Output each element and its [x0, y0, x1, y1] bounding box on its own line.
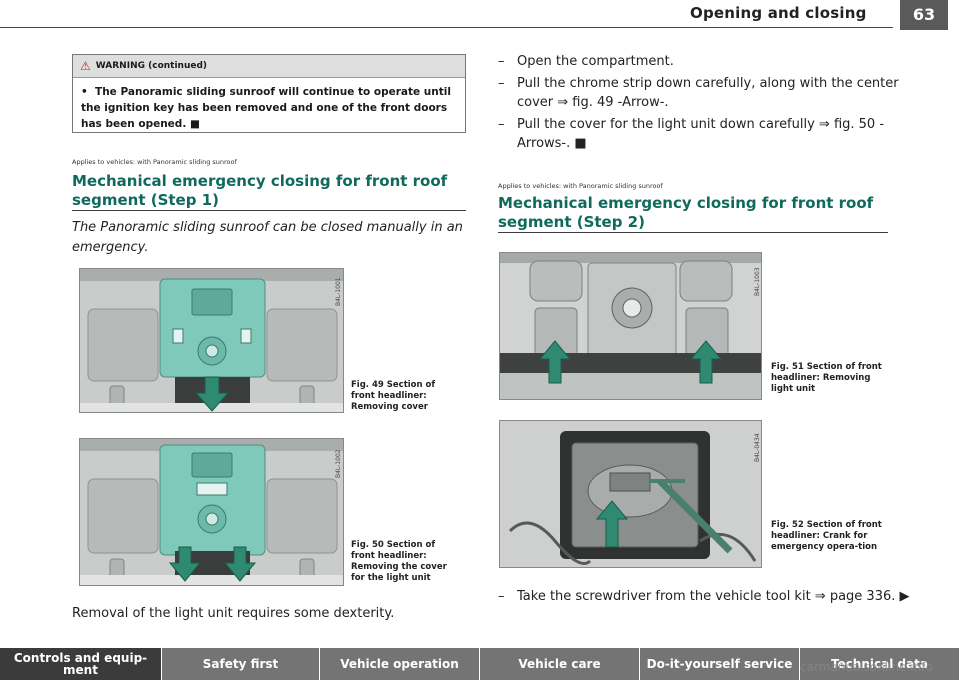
footer-tab-technical-data[interactable]: Technical data [800, 648, 960, 680]
page-number: 63 [900, 0, 948, 30]
figure-52-code: B4L-0434 [754, 433, 761, 462]
warning-triangle-icon: ⚠ [80, 59, 91, 73]
footer-tab-diy-service[interactable]: Do-it-yourself service [640, 648, 800, 680]
applies-note-left: Applies to vehicles: with Panoramic slid… [72, 158, 237, 166]
footer-tab-vehicle-care[interactable]: Vehicle care [480, 648, 640, 680]
figure-49-caption: Fig. 49 Section of front headliner: Remo… [351, 380, 436, 412]
warning-label: WARNING (continued) [95, 61, 208, 71]
warning-header: ⚠ WARNING (continued) [73, 55, 465, 78]
footer-tab-controls[interactable]: Controls and equip- ment [0, 648, 162, 680]
step-item: Pull the chrome strip down carefully, al… [498, 74, 908, 112]
footer-tab-vehicle-operation[interactable]: Vehicle operation [320, 648, 480, 680]
warning-bullet: • [81, 86, 88, 98]
warning-box: ⚠ WARNING (continued) • The Panoramic sl… [72, 54, 466, 133]
final-step-dash: – [498, 589, 505, 604]
section-title-step2: Mechanical emergency closing for front r… [498, 194, 874, 231]
figure-51-image [499, 252, 762, 400]
page-header-title: Opening and closing [690, 4, 867, 22]
section-rule-left [72, 210, 466, 211]
final-step: – Take the screwdriver from the vehicle … [498, 587, 918, 606]
figure-52-caption: Fig. 52 Section of front headliner: Cran… [771, 520, 882, 552]
step-item: Pull the cover for the light unit down c… [498, 115, 908, 153]
figure-50-caption: Fig. 50 Section of front headliner: Remo… [351, 540, 447, 583]
figure-49-image [79, 268, 344, 413]
final-step-text: Take the screwdriver from the vehicle to… [517, 589, 910, 604]
figure-51-code: B4L-1003 [754, 267, 761, 296]
step-list: Open the compartment. Pull the chrome st… [498, 52, 908, 156]
section-intro: The Panoramic sliding sunroof can be clo… [72, 220, 463, 255]
left-body-text: Removal of the light unit requires some … [72, 606, 395, 621]
step-item: Open the compartment. [498, 52, 908, 71]
header-rule [0, 27, 893, 28]
warning-sentence: The Panoramic sliding sunroof will conti… [81, 86, 451, 130]
figure-52-image [499, 420, 762, 568]
footer-nav: Controls and equip- ment Safety first Ve… [0, 648, 960, 680]
watermark: carmanualsonline.info [800, 660, 933, 674]
applies-note-right: Applies to vehicles: with Panoramic slid… [498, 182, 663, 190]
section-title-step1: Mechanical emergency closing for front r… [72, 172, 448, 209]
warning-text: • The Panoramic sliding sunroof will con… [73, 78, 465, 132]
figure-49-code: B4L-1001 [335, 277, 342, 306]
footer-tab-safety[interactable]: Safety first [162, 648, 320, 680]
figure-50-image [79, 438, 344, 586]
section-rule-right [498, 232, 888, 233]
figure-50-code: B4L-1002 [335, 449, 342, 478]
figure-51-caption: Fig. 51 Section of front headliner: Remo… [771, 362, 882, 394]
